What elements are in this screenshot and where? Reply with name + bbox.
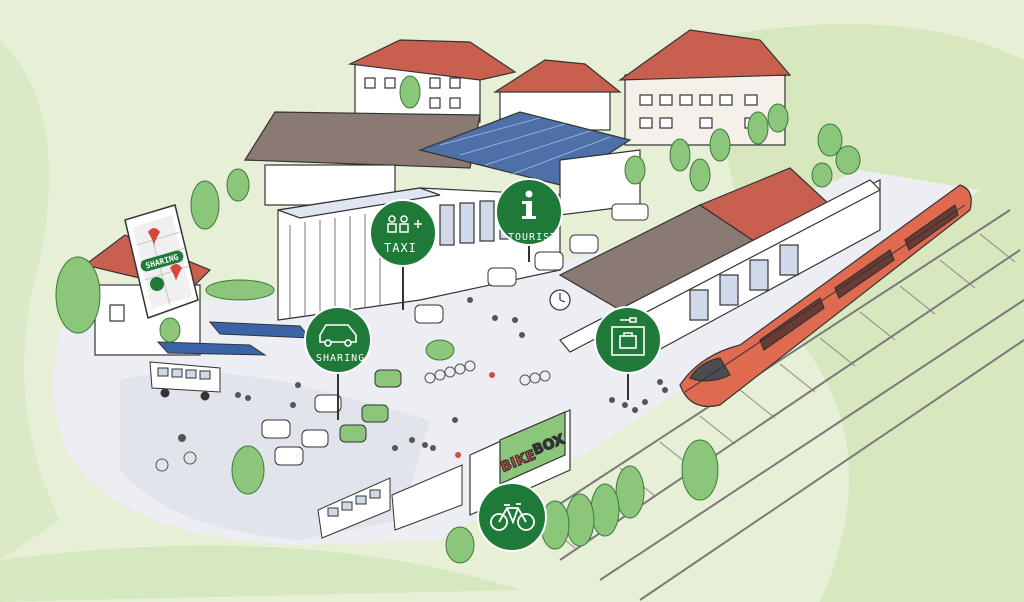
pin-luggage bbox=[594, 306, 662, 400]
pin-bike bbox=[477, 482, 547, 552]
bicycle-icon bbox=[490, 503, 535, 531]
car-icon bbox=[319, 324, 357, 347]
trees bbox=[55, 75, 861, 564]
pin-taxi-label: TAXI bbox=[384, 241, 417, 255]
app-screen: SHARING bbox=[124, 204, 199, 319]
bus-canopies bbox=[149, 321, 312, 401]
pin-tourist-label: TOURIST bbox=[508, 232, 557, 243]
pin-tourist: TOURIST bbox=[495, 178, 563, 262]
info-icon bbox=[522, 190, 536, 219]
pin-taxi: TAXI bbox=[369, 199, 437, 310]
main-building bbox=[243, 111, 641, 321]
parked-cars bbox=[261, 203, 649, 466]
pin-sharing-label: SHARING bbox=[316, 353, 365, 364]
bike-rack bbox=[155, 360, 551, 472]
back-houses bbox=[347, 29, 792, 146]
bottom-bus bbox=[317, 464, 463, 539]
pedestrians bbox=[178, 297, 668, 458]
person-luggage-icon bbox=[387, 215, 422, 233]
pin-sharing: SHARING bbox=[304, 306, 372, 420]
luggage-locker-icon bbox=[611, 317, 645, 356]
red-train bbox=[679, 184, 972, 407]
